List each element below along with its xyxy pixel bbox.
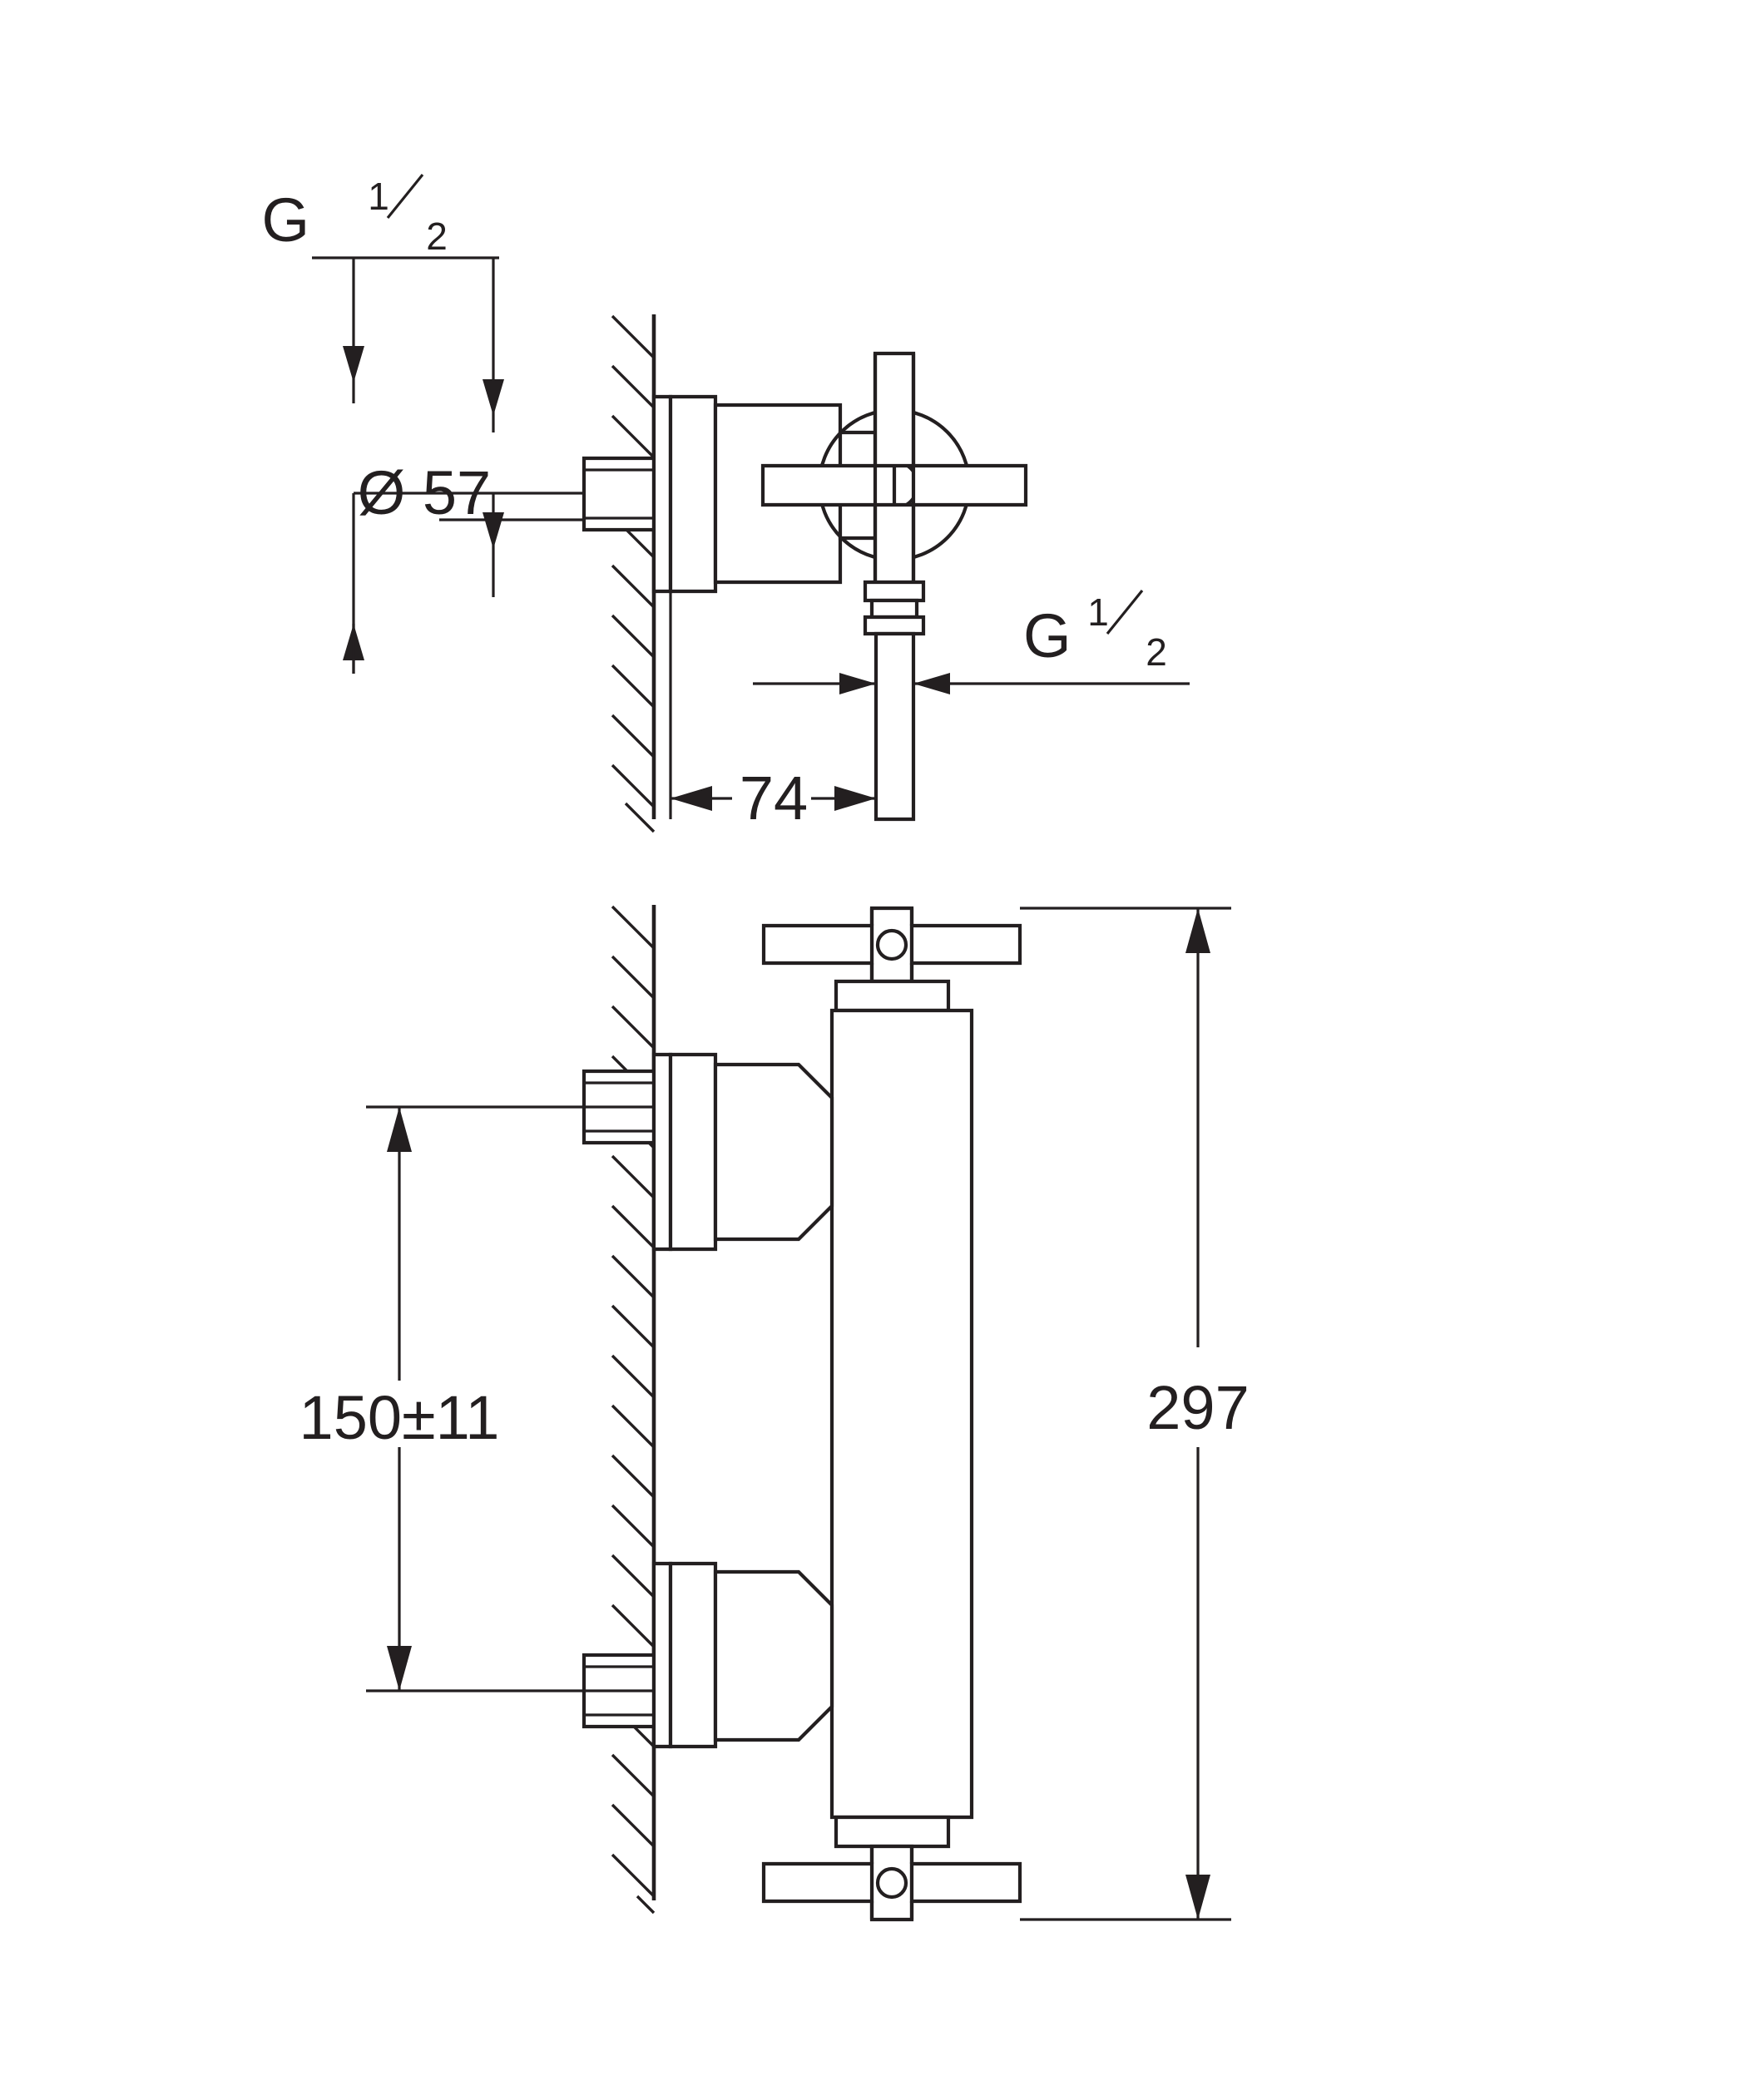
cross-handle-front-top [761,906,1022,984]
frac-numerator-bottom: 1 [1087,590,1109,634]
frac-numerator-top: 1 [368,175,389,218]
wall-hatching-top [611,314,656,833]
label-diameter-57: Ø 57 [358,458,491,527]
cross-handle-top [760,351,1028,620]
fraction-g-half-bottom: 1 2 [1087,589,1167,674]
inlet-thread-top [582,456,656,532]
frac-denominator-top: 2 [426,215,448,258]
dim-center-distance [366,1105,654,1692]
inlet-upper-front [582,1052,834,1252]
top-view-group: G 1 2 Ø 57 [261,173,1190,833]
handle-collar-top-front [834,979,951,1013]
dim-g-half-bottom [753,673,1190,694]
escutcheon-top [651,394,718,594]
label-center-distance: 150±11 [299,1383,500,1452]
label-g-half-top: G [261,185,309,254]
cross-handle-front-bottom [761,1844,1022,1922]
label-depth-74: 74 [740,763,808,833]
mixer-body-front [829,1008,974,1820]
dim-total-height [1020,907,1231,1921]
dim-g-half-top [312,256,504,432]
wall-hatching-front [611,905,656,1915]
fraction-g-half-top: 1 2 [368,173,448,258]
handle-collar-bottom-front [834,1815,951,1849]
outlet-stem-top [863,580,926,822]
label-total-height: 297 [1146,1373,1249,1442]
frac-denominator-bottom: 2 [1146,630,1167,674]
dim-diameter-57 [343,492,582,674]
label-g-half-bottom: G [1023,601,1071,670]
front-view-group: 150±11 297 [299,905,1250,1922]
inlet-lower-front [582,1561,834,1749]
dim-depth-74 [669,591,878,819]
